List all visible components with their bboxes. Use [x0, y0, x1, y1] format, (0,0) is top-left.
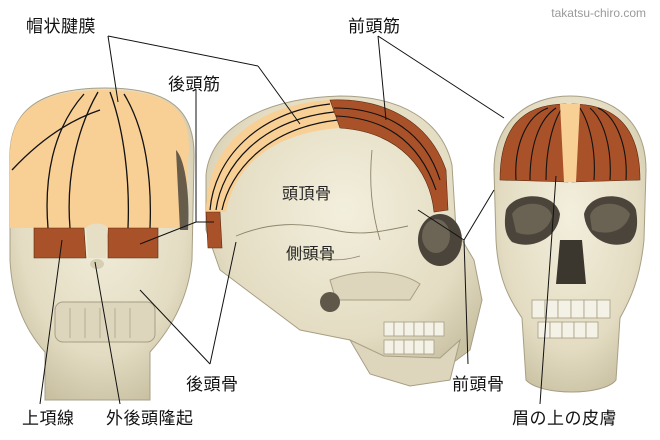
label-external-occipital-protuberance: 外後頭隆起 [106, 409, 194, 429]
occipitalis-lateral [205, 211, 223, 249]
lateral-skull [205, 95, 483, 387]
frontalis-right [571, 103, 641, 183]
website-watermark: takatsu-chiro.com [551, 6, 646, 20]
label-frontal-bone: 前頭骨 [452, 375, 505, 395]
leader-lines [39, 35, 557, 405]
occipitalis-right [107, 227, 159, 259]
occipitalis-left [33, 227, 87, 259]
posterior-skull [9, 87, 195, 401]
label-occipitalis: 後頭筋 [168, 75, 221, 95]
label-galea-aponeurotica: 帽状腱膜 [26, 17, 96, 37]
label-superior-nuchal-line: 上項線 [22, 409, 75, 429]
galea-fiber-lines [11, 91, 151, 229]
frontal-skull [493, 95, 647, 393]
label-frontalis: 前頭筋 [348, 17, 401, 37]
frontalis-lateral [329, 99, 449, 213]
galea-region [9, 90, 189, 228]
label-parietal-bone: 頭頂骨 [282, 184, 332, 203]
label-temporal-bone: 側頭骨 [286, 244, 336, 263]
galea-lateral-region [206, 100, 340, 212]
label-occipital-bone: 後頭骨 [186, 375, 239, 395]
label-skin-above-brow: 眉の上の皮膚 [512, 409, 617, 429]
